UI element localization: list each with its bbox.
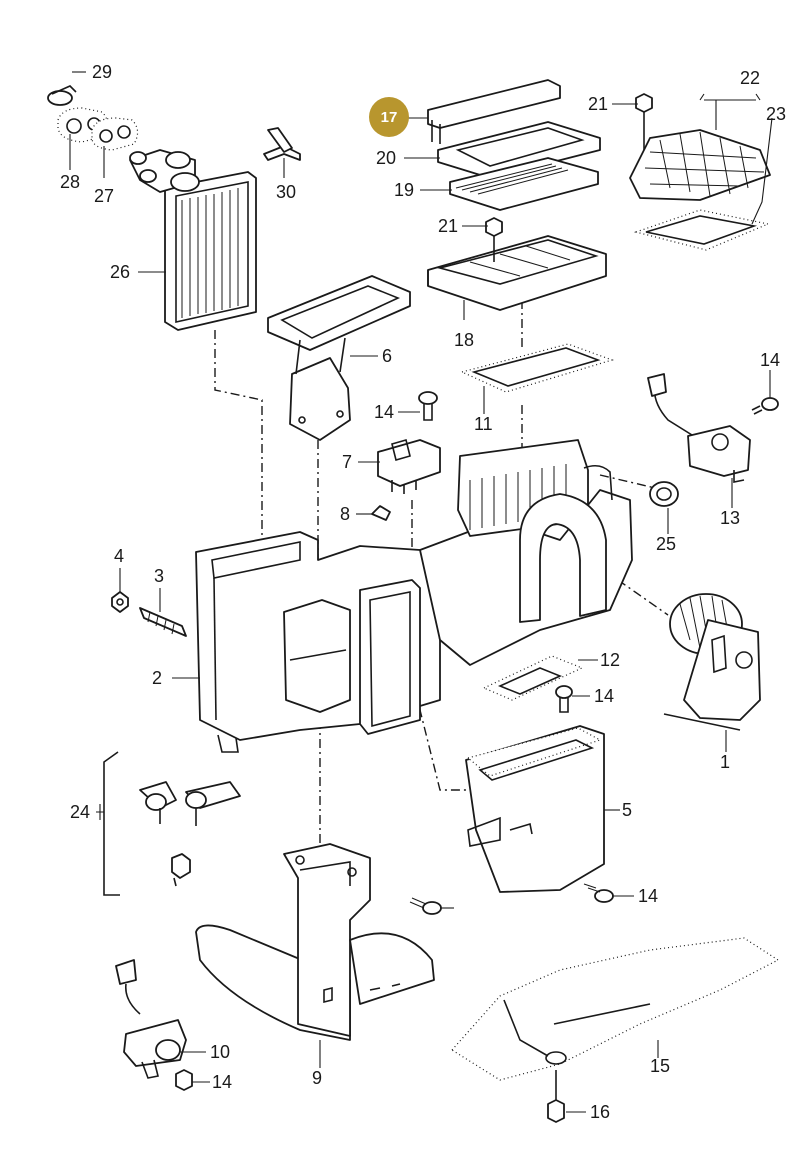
callout-14-b[interactable]: 14	[760, 350, 780, 370]
callout-3[interactable]: 3	[154, 566, 164, 586]
part-5-lower-housing	[465, 725, 605, 893]
callout-23[interactable]: 23	[766, 104, 786, 124]
callout-14-c[interactable]: 14	[594, 686, 614, 706]
part-27-seal	[91, 117, 139, 151]
callout-27[interactable]: 27	[94, 186, 114, 206]
callout-10[interactable]: 10	[210, 1042, 230, 1062]
leader-lines	[69, 71, 773, 1113]
callout-20[interactable]: 20	[376, 148, 396, 168]
part-12-flap	[482, 655, 584, 701]
callout-24[interactable]: 24	[70, 802, 90, 822]
callout-19[interactable]: 19	[394, 180, 414, 200]
callout-2[interactable]: 2	[152, 668, 162, 688]
highlight-badge-17[interactable]: 17	[369, 97, 409, 137]
callout-12[interactable]: 12	[600, 650, 620, 670]
part-14-screw-footwell	[409, 897, 442, 915]
part-3-stud	[139, 607, 187, 637]
part-7-resistor	[377, 439, 441, 494]
callout-9[interactable]: 9	[312, 1068, 322, 1088]
callout-labels: 29 28 27 26 30 20 19 21 18 11 21 22 23 6…	[60, 62, 786, 1122]
part-4-nut	[111, 591, 129, 613]
part-13-actuator	[647, 373, 751, 483]
part-23-gasket	[633, 209, 771, 251]
callout-30[interactable]: 30	[276, 182, 296, 202]
callout-8[interactable]: 8	[340, 504, 350, 524]
callout-14-a[interactable]: 14	[374, 402, 394, 422]
callout-1[interactable]: 1	[720, 752, 730, 772]
part-6-air-duct	[267, 275, 411, 441]
callout-6[interactable]: 6	[382, 346, 392, 366]
part-17-seal-strip	[427, 79, 561, 144]
part-26-heat-exchanger	[129, 149, 257, 331]
part-24-bracket-group	[103, 751, 241, 896]
part-29-hose-clamp	[47, 85, 77, 106]
part-22-cover	[629, 129, 771, 201]
part-8-clip	[371, 505, 391, 521]
callout-4[interactable]: 4	[114, 546, 124, 566]
part-19-filter	[449, 157, 599, 211]
callout-22[interactable]: 22	[740, 68, 760, 88]
part-14-screw-right	[751, 397, 779, 415]
callout-16[interactable]: 16	[590, 1102, 610, 1122]
part-20-frame	[437, 121, 601, 179]
part-14-screw-lower-right	[583, 883, 614, 903]
part-2-main-housing	[195, 531, 441, 753]
part-11-gasket	[460, 343, 614, 393]
callout-28[interactable]: 28	[60, 172, 80, 192]
callout-18[interactable]: 18	[454, 330, 474, 350]
callout-5[interactable]: 5	[622, 800, 632, 820]
callout-15[interactable]: 15	[650, 1056, 670, 1076]
callout-11[interactable]: 11	[474, 414, 493, 434]
callout-14-d[interactable]: 14	[638, 886, 658, 906]
callout-13[interactable]: 13	[720, 508, 740, 528]
part-9-footwell-duct	[195, 843, 435, 1041]
part-1-blower-motor	[663, 593, 761, 731]
evaporator-blower-housing	[419, 439, 633, 666]
part-30-bracket	[263, 127, 301, 161]
callout-7[interactable]: 7	[342, 452, 352, 472]
callout-21-lower[interactable]: 21	[438, 216, 458, 236]
callout-26[interactable]: 26	[110, 262, 130, 282]
part-18-filter-housing	[427, 235, 607, 311]
callout-14-e[interactable]: 14	[212, 1072, 232, 1092]
highlight-badge-label: 17	[381, 109, 398, 126]
part-25-grommet	[649, 481, 679, 507]
part-14-screw-upper	[418, 391, 438, 421]
part-10-servo	[115, 959, 187, 1079]
callout-25[interactable]: 25	[656, 534, 676, 554]
part-14-screw-servo	[175, 1069, 193, 1091]
part-16-bolt	[547, 1070, 565, 1123]
part-15-floor-cover	[451, 937, 780, 1081]
callout-29[interactable]: 29	[92, 62, 112, 82]
callout-21-upper[interactable]: 21	[588, 94, 608, 114]
part-14-screw-mid	[555, 685, 573, 713]
part-21-nut-lower	[485, 217, 503, 262]
